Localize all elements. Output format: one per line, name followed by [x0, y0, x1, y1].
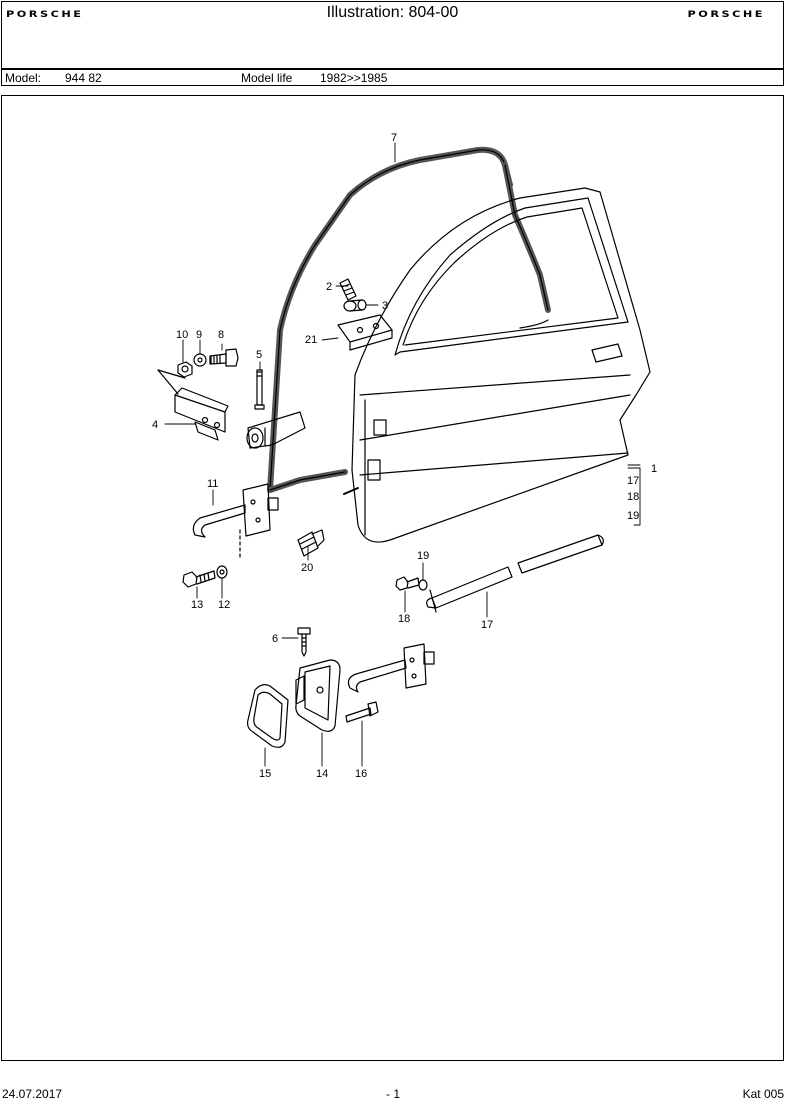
footer-date: 24.07.2017 [2, 1087, 63, 1101]
plug-20-part [297, 529, 325, 557]
bolt-16-part [345, 701, 379, 723]
bushing-part [343, 299, 367, 312]
callout-9: 9 [196, 329, 202, 341]
door-check-strap-lower-part [347, 643, 435, 693]
model-value: 944 82 [65, 71, 102, 85]
bolt-18-part [395, 576, 420, 591]
callout-15: 15 [259, 768, 271, 780]
callout-17-group: 17 [627, 475, 639, 487]
door-check-rod-part [426, 534, 604, 613]
bolt-13-part [182, 570, 216, 588]
door-seal-part [267, 146, 551, 493]
header: PORSCHE Illustration: 804-00 PORSCHE Mod… [1, 1, 784, 86]
hinge-bracket-part [157, 369, 229, 441]
handle-housing-part [295, 659, 341, 732]
callout-labels: 7 2 3 21 10 9 8 5 4 1 17 18 19 11 20 19 … [152, 132, 657, 780]
callout-8: 8 [218, 329, 224, 341]
header-divider [2, 68, 783, 70]
door-hinge-part [246, 411, 306, 449]
footer-catalog: Kat 005 [742, 1087, 784, 1101]
callout-1: 1 [651, 463, 657, 475]
leader-lines [164, 142, 641, 767]
model-label: Model: [5, 71, 42, 85]
callout-20: 20 [301, 562, 313, 574]
washer-19-part [418, 579, 428, 591]
diagram-frame [1, 95, 784, 1061]
door-shell-part [343, 187, 651, 543]
nut-10-part [177, 361, 193, 378]
callout-14: 14 [316, 768, 328, 780]
gasket-15-part [246, 684, 289, 748]
washer-9-part [193, 353, 207, 367]
callout-17: 17 [481, 619, 493, 631]
callout-21: 21 [305, 334, 317, 346]
spring-part [339, 278, 357, 301]
callout-18-group: 18 [627, 491, 639, 503]
callout-6: 6 [272, 633, 278, 645]
porsche-logo-left: PORSCHE [6, 10, 84, 20]
header-top: PORSCHE Illustration: 804-00 PORSCHE [2, 2, 783, 69]
model-life-label: Model life [241, 71, 293, 85]
screw-6-part [297, 627, 311, 657]
door-check-strap-part [192, 483, 279, 561]
callout-10: 10 [176, 329, 188, 341]
callout-4: 4 [152, 419, 158, 431]
callout-19: 19 [417, 550, 429, 562]
callout-19-group: 19 [627, 510, 639, 522]
model-life-value: 1982>>1985 [320, 71, 388, 85]
callout-18: 18 [398, 613, 410, 625]
callout-16: 16 [355, 768, 367, 780]
callout-5: 5 [256, 349, 262, 361]
callout-3: 3 [382, 300, 388, 312]
callout-2: 2 [326, 281, 332, 293]
porsche-logo-right: PORSCHE [687, 10, 765, 20]
bolt-8-part [209, 348, 239, 367]
callout-11: 11 [207, 478, 218, 490]
hinge-pin-part [254, 369, 265, 410]
washer-12-part [216, 565, 228, 579]
model-row: Model: 944 82 Model life 1982>>1985 [2, 70, 783, 87]
illustration-title: Illustration: 804-00 [326, 4, 459, 21]
callout-12: 12 [218, 599, 230, 611]
bracket-plate-part [337, 314, 393, 351]
footer-page: - 1 [386, 1087, 401, 1101]
callout-13: 13 [191, 599, 203, 611]
callout-7: 7 [391, 132, 397, 144]
